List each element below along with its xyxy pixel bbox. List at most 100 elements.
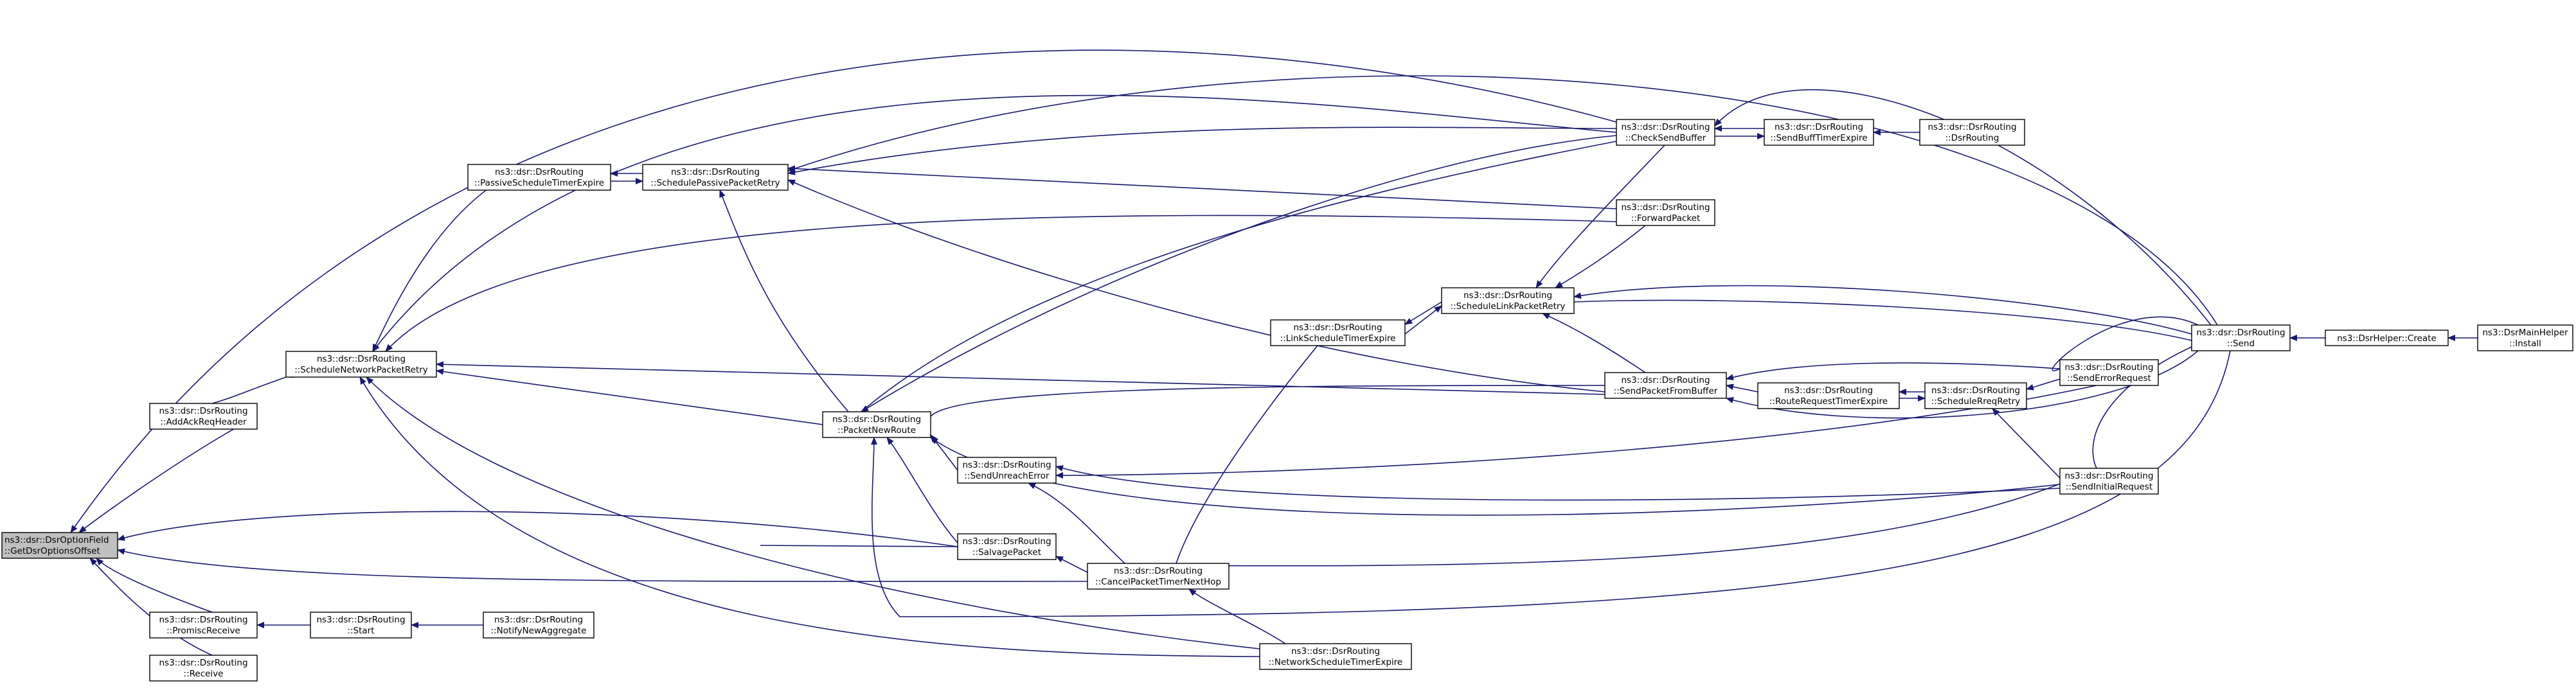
- node-box: [1616, 119, 1715, 146]
- call-edge: [1573, 299, 2192, 341]
- node-cancelpackettimernexthop[interactable]: ns3::dsr::DsrRouting::CancelPacketTimerN…: [1087, 563, 1230, 590]
- node-dsrrouting[interactable]: ns3::dsr::DsrRouting::DsrRouting: [1919, 119, 2025, 146]
- node-label-line1: ns3::dsr::DsrRouting: [1931, 385, 2020, 396]
- node-dsrmainhelper-install[interactable]: ns3::DsrMainHelper::Install: [2477, 324, 2573, 351]
- call-edge: [1404, 301, 1442, 325]
- node-label-line2: ::SendBuffTimerExpire: [1770, 133, 1867, 143]
- node-label-line1: ns3::dsr::DsrRouting: [495, 167, 584, 177]
- call-edge: [117, 548, 1088, 582]
- node-dsrhelper-create[interactable]: ns3::DsrHelper::Create: [2325, 330, 2449, 346]
- node-linkscheduletimerexpire[interactable]: ns3::dsr::DsrRouting::LinkScheduleTimerE…: [1270, 319, 1406, 346]
- node-sendinitialrequest[interactable]: ns3::dsr::DsrRouting::SendInitialRequest: [2059, 468, 2159, 495]
- node-box: [1441, 287, 1575, 314]
- call-edge: [1726, 362, 2061, 381]
- call-edge: [78, 416, 258, 533]
- node-sendbufftimerexpire[interactable]: ns3::dsr::DsrRouting::SendBuffTimerExpir…: [1764, 119, 1874, 146]
- node-label-line2: ::NotifyNewAggregate: [491, 626, 587, 636]
- node-passivescheduletimerexpire[interactable]: ns3::dsr::DsrRouting::PassiveScheduleTim…: [467, 164, 611, 191]
- call-edge: [1028, 482, 1125, 564]
- node-box: [2059, 468, 2159, 495]
- node-box: [642, 164, 789, 191]
- call-edge: [2026, 378, 2061, 391]
- call-edge: [372, 94, 1617, 352]
- node-box: [2325, 330, 2449, 346]
- call-edge: [760, 545, 958, 547]
- call-edge: [787, 127, 1617, 175]
- node-start[interactable]: ns3::dsr::DsrRouting::Start: [310, 612, 412, 639]
- node-routerequesttimerexpire[interactable]: ns3::dsr::DsrRouting::RouteRequestTimerE…: [1757, 382, 1900, 409]
- call-edge: [89, 558, 213, 656]
- function-nodes: ns3::dsr::DsrOptionField::GetDsrOptionsO…: [1, 119, 2573, 682]
- node-label-line2: ::SchedulePassivePacketRetry: [650, 178, 780, 188]
- call-edge: [1176, 338, 1325, 564]
- call-edge: [385, 215, 1617, 352]
- node-sendpacketfrombuffer[interactable]: ns3::dsr::DsrRouting::SendPacketFromBuff…: [1604, 372, 1727, 399]
- call-edge: [1726, 384, 1758, 393]
- node-label-line1: ns3::dsr::DsrRouting: [317, 354, 406, 364]
- node-label-line1: ns3::dsr::DsrRouting: [1291, 646, 1380, 657]
- node-box: [149, 403, 258, 430]
- node-label-line1: ns3::dsr::DsrRouting: [2064, 362, 2153, 373]
- node-label-line2: ::DsrRouting: [1945, 133, 1999, 143]
- node-salvagepacket[interactable]: ns3::dsr::DsrRouting::SalvagePacket: [957, 533, 1057, 560]
- node-schedulelinkpacketretry[interactable]: ns3::dsr::DsrRouting::ScheduleLinkPacket…: [1441, 287, 1575, 314]
- call-edge: [1404, 305, 1442, 335]
- node-label-line1: ns3::dsr::DsrRouting: [1621, 122, 1710, 132]
- node-box: [483, 612, 595, 639]
- node-box: [1270, 319, 1406, 346]
- node-senderrorrequest[interactable]: ns3::dsr::DsrRouting::SendErrorRequest: [2059, 359, 2159, 386]
- node-box: [822, 411, 931, 438]
- node-label-line2: ::SendUnreachError: [964, 471, 1050, 481]
- call-edge: [787, 179, 1606, 393]
- node-box: [1616, 199, 1715, 226]
- node-box: [957, 533, 1057, 560]
- node-label-line1: ns3::dsr::DsrRouting: [1621, 375, 1710, 385]
- node-label-line1: ns3::dsr::DsrRouting: [2196, 328, 2285, 338]
- node-label-line2: ::ForwardPacket: [1631, 213, 1701, 224]
- call-edge: [117, 511, 958, 547]
- node-label-line2: ::SendPacketFromBuffer: [1614, 386, 1718, 396]
- node-schedulenetworkpacketretry[interactable]: ns3::dsr::DsrRouting::ScheduleNetworkPac…: [285, 351, 437, 378]
- node-label-line1: ns3::dsr::DsrOptionField: [4, 535, 109, 545]
- call-edge: [787, 75, 2218, 326]
- node-box: [1, 532, 118, 559]
- node-packetnewroute[interactable]: ns3::dsr::DsrRouting::PacketNewRoute: [822, 411, 931, 438]
- node-notifynewaggregate[interactable]: ns3::dsr::DsrRouting::NotifyNewAggregate: [483, 612, 595, 639]
- node-addackreqheader[interactable]: ns3::dsr::DsrRouting::AddAckReqHeader: [149, 403, 258, 430]
- call-edge: [211, 371, 294, 404]
- node-label-line1: ns3::dsr::DsrRouting: [2064, 471, 2153, 481]
- node-box: [2191, 324, 2291, 351]
- node-schedulerreqretry[interactable]: ns3::dsr::DsrRouting::ScheduleRreqRetry: [1924, 382, 2027, 409]
- node-label-line1: ns3::dsr::DsrRouting: [1293, 322, 1382, 333]
- call-edge: [1055, 385, 2097, 479]
- node-label-line2: ::ScheduleRreqRetry: [1931, 396, 2021, 407]
- node-box: [2477, 324, 2573, 351]
- node-forwardpacket[interactable]: ns3::dsr::DsrRouting::ForwardPacket: [1616, 199, 1715, 226]
- call-edge: [2052, 316, 2199, 371]
- node-promiscreceive[interactable]: ns3::dsr::DsrRouting::PromiscReceive: [149, 612, 258, 639]
- node-box: [1087, 563, 1230, 590]
- call-edge: [924, 385, 1606, 425]
- call-edges: [70, 49, 2478, 657]
- node-sendunreacherror[interactable]: ns3::dsr::DsrRouting::SendUnreachError: [957, 457, 1057, 484]
- call-edge: [436, 361, 1606, 395]
- node-label-line1: ns3::dsr::DsrRouting: [1463, 290, 1552, 301]
- node-label-line2: ::PacketNewRoute: [837, 425, 916, 436]
- call-edge: [436, 368, 823, 425]
- node-networkscheduletimerexpire[interactable]: ns3::dsr::DsrRouting::NetworkScheduleTim…: [1259, 643, 1412, 670]
- node-label-line1: ns3::dsr::DsrRouting: [1928, 122, 2016, 132]
- node-receive[interactable]: ns3::dsr::DsrRouting::Receive: [149, 655, 258, 682]
- call-edge: [2092, 340, 2200, 469]
- call-edge: [1542, 313, 1646, 373]
- node-schedulepassivepacketretry[interactable]: ns3::dsr::DsrRouting::SchedulePassivePac…: [642, 164, 789, 191]
- node-send[interactable]: ns3::dsr::DsrRouting::Send: [2191, 324, 2291, 351]
- call-edge: [1055, 556, 1088, 573]
- node-label-line1: ns3::dsr::DsrRouting: [159, 658, 247, 668]
- call-edge: [372, 164, 534, 352]
- node-label-line2: ::CheckSendBuffer: [1625, 133, 1706, 143]
- node-box: [149, 612, 258, 639]
- call-edge: [359, 376, 1260, 657]
- call-edge: [366, 376, 1260, 649]
- node-checksendbuffer[interactable]: ns3::dsr::DsrRouting::CheckSendBuffer: [1616, 119, 1715, 146]
- call-edge: [1092, 468, 2097, 567]
